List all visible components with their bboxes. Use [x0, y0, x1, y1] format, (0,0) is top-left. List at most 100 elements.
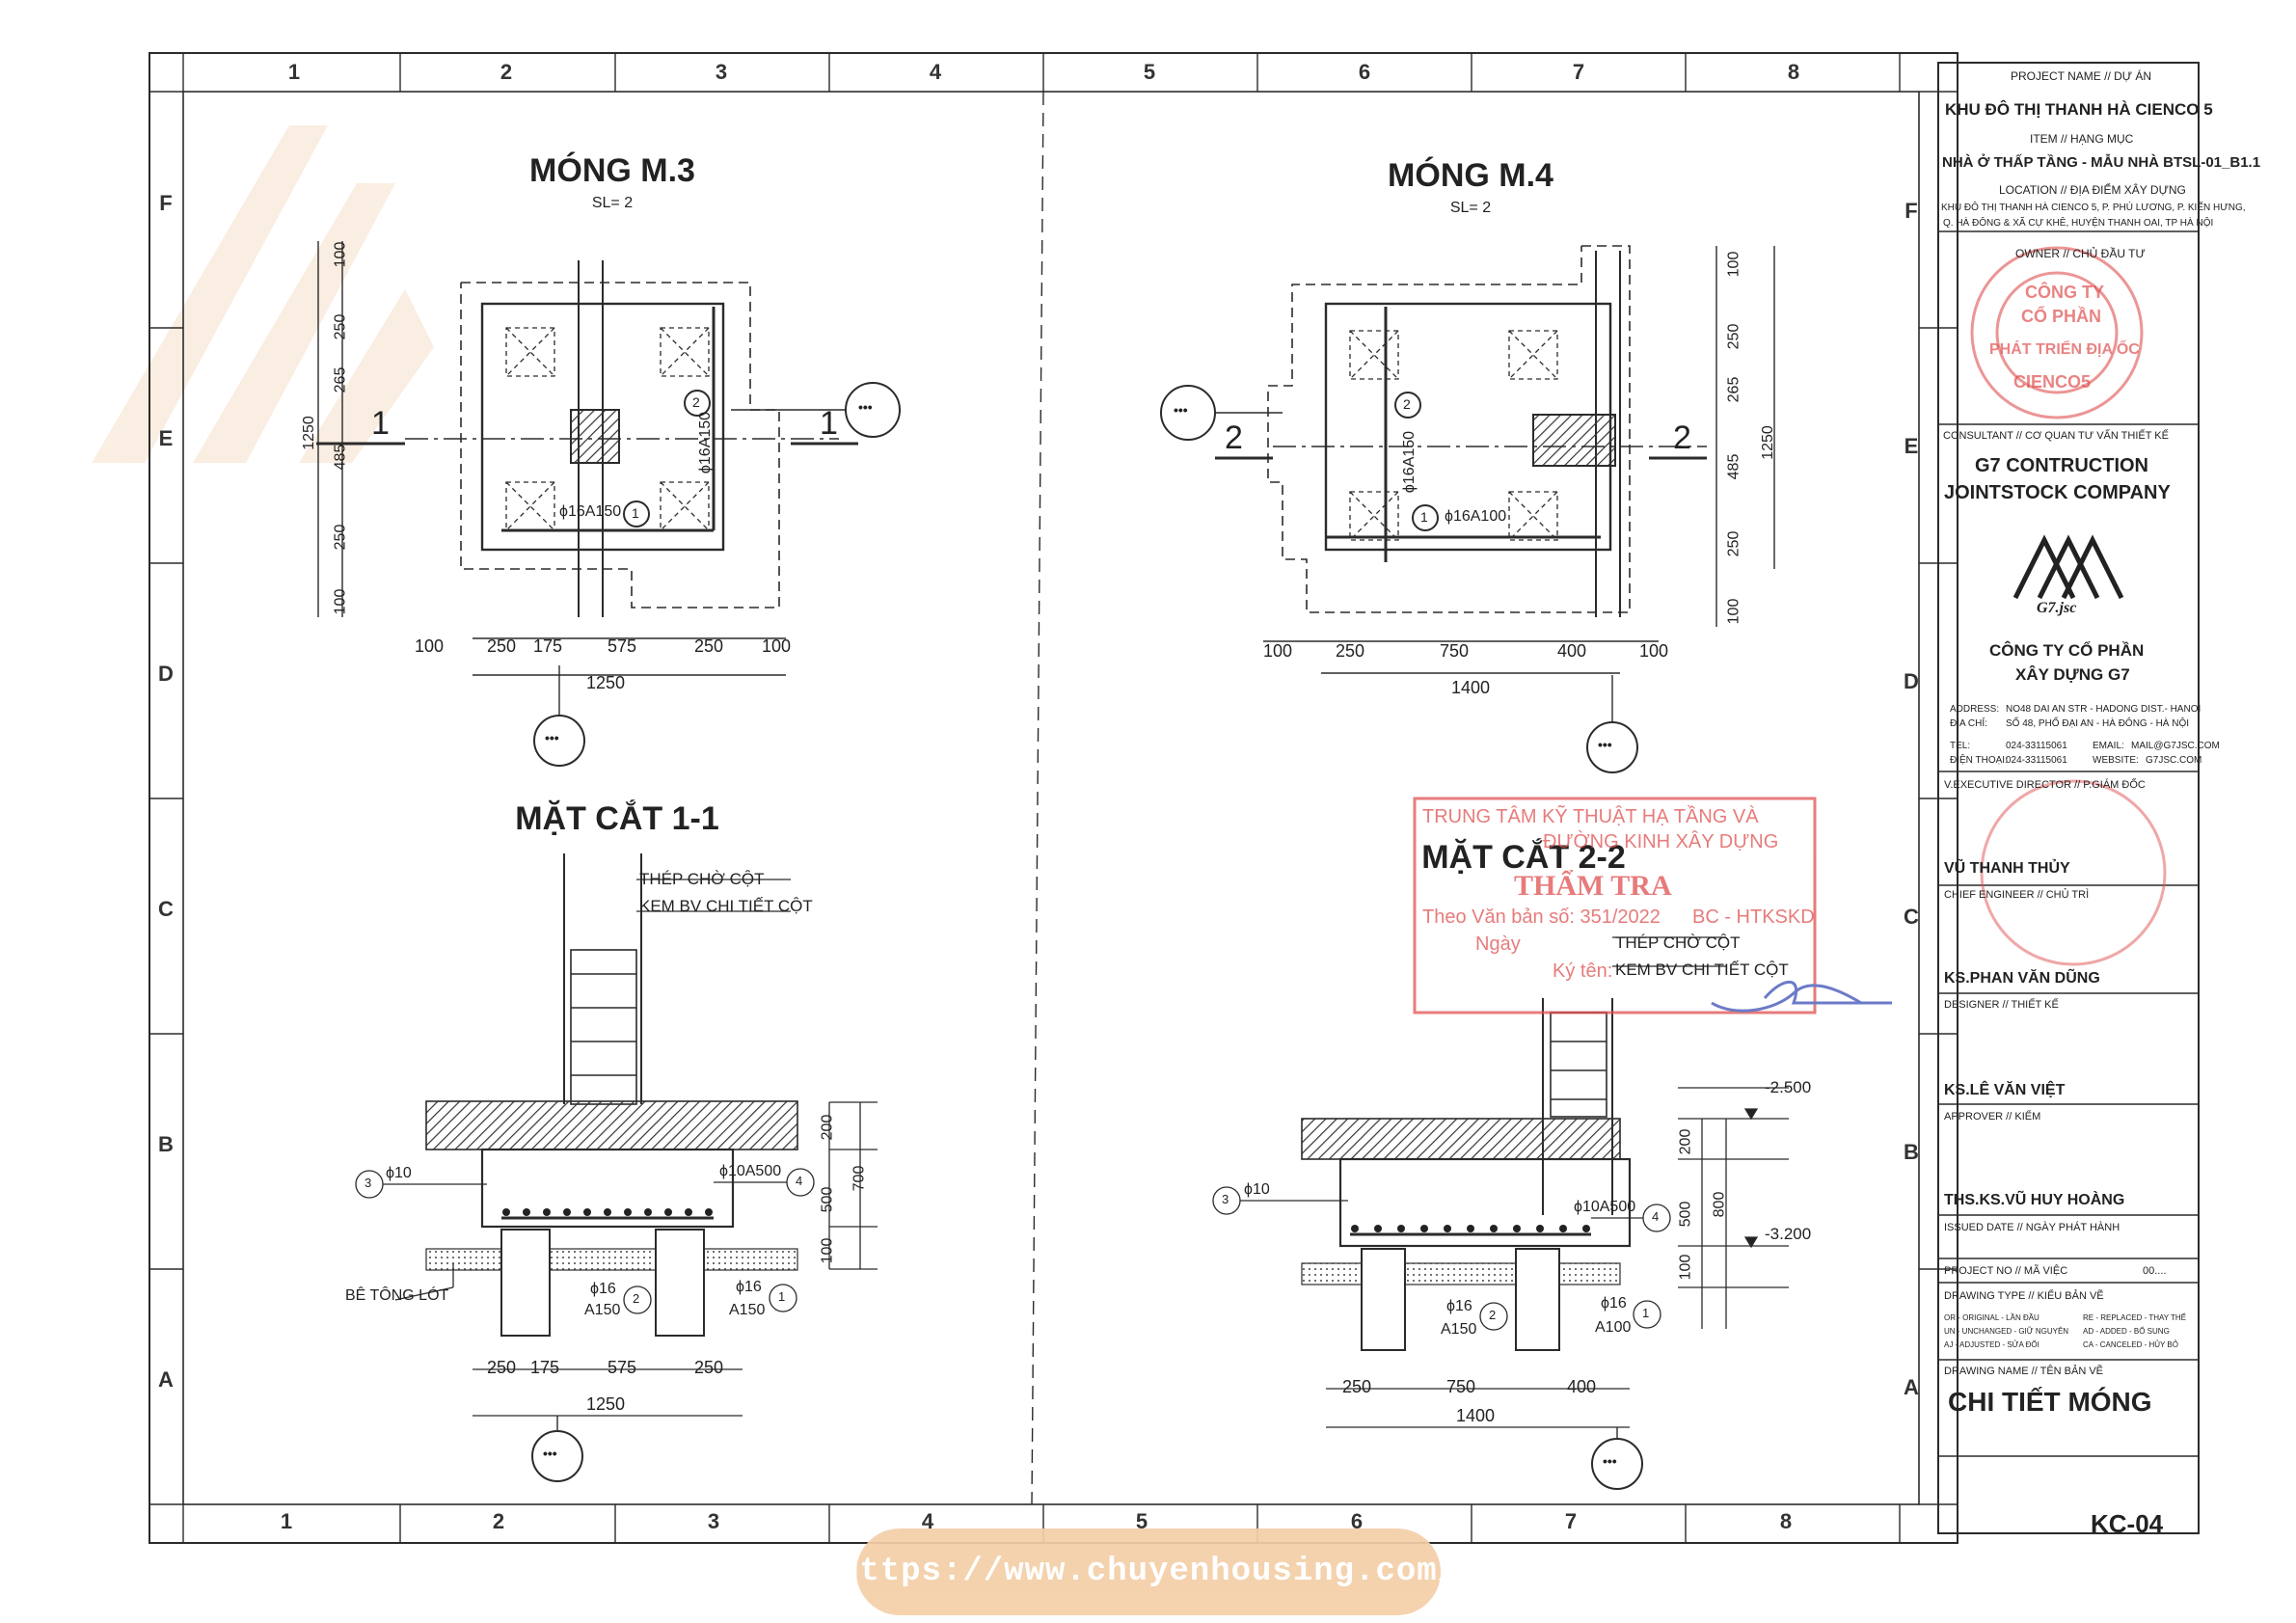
m3-dim-b0: 100 — [415, 636, 445, 656]
rebar-dot — [1374, 1225, 1382, 1232]
m4-dim-rtotal: 1250 — [1759, 425, 1776, 460]
m3-rebar-2: ϕ16A150 — [697, 411, 715, 474]
tb-approver-label: APPROVER // KIỂM — [1944, 1111, 2041, 1123]
s11-dim-r1: 500 — [819, 1186, 836, 1213]
m4-mark-2: 2 — [1403, 396, 1411, 412]
grid-col-label-5-bottom: 5 — [1136, 1509, 1148, 1533]
m3-callout: ••• — [858, 399, 873, 415]
rebar-dot — [1444, 1225, 1451, 1232]
s22-dim-r1: 500 — [1677, 1201, 1694, 1228]
tb-chief-label: CHIEF ENGINEER // CHỦ TRÌ — [1944, 889, 2090, 901]
tb-web: G7JSC.COM — [2146, 755, 2202, 766]
m3-dim-b3: 575 — [608, 636, 637, 656]
m4-dim-b3: 400 — [1557, 641, 1587, 661]
s22-dim-b2: 400 — [1567, 1377, 1597, 1396]
s22-dim-total: 1400 — [1456, 1406, 1496, 1425]
s11-dim-rtotal: 700 — [851, 1165, 868, 1192]
tb-location-2: Q. HÀ ĐÔNG & XÃ CỰ KHÊ, HUYỆN THANH OAI,… — [1943, 218, 2214, 229]
grid-col-label-2-top: 2 — [500, 60, 512, 84]
tb-drawing-name-label: DRAWING NAME // TÊN BẢN VẼ — [1944, 1366, 2104, 1377]
s22-dim-r0: 200 — [1677, 1128, 1694, 1155]
m3-dim-b1: 250 — [487, 636, 517, 656]
rebar-dot — [1420, 1225, 1428, 1232]
rebar-dot — [1582, 1225, 1590, 1232]
url-watermark-pill[interactable]: https://www.chuyenhousing.com/ — [839, 1528, 1457, 1615]
tb-owner-stamp-4: CIENCO5 — [2013, 372, 2092, 392]
m3-dim-b4: 250 — [694, 636, 724, 656]
m3-dim-l3: 485 — [332, 444, 349, 471]
s11-note-2: KEM BV CHI TIẾT CỘT — [639, 897, 813, 915]
tb-email-label: EMAIL: — [2093, 741, 2124, 751]
grid-row-label-A-right: A — [1904, 1375, 1919, 1399]
tb-location-label: LOCATION // ĐỊA ĐIỂM XÂY DỰNG — [1999, 183, 2186, 197]
tb-project: KHU ĐÔ THỊ THANH HÀ CIENCO 5 — [1945, 100, 2213, 119]
rebar-dot — [1559, 1225, 1567, 1232]
m4-dim-r2: 265 — [1725, 376, 1742, 403]
s22-title: MẶT CẮT 2-2 — [1421, 839, 1626, 876]
tb-approver: THS.KS.VŨ HUY HOÀNG — [1944, 1192, 2125, 1208]
owner-stamp-ring — [1970, 246, 2144, 419]
m3-callout-bottom: ••• — [545, 730, 559, 745]
s11-dim-b3: 250 — [694, 1358, 724, 1377]
m3-cut-left: 1 — [371, 405, 390, 442]
tb-address-label: ADDRESS: — [1950, 704, 2000, 715]
tb-address-vn-label: ĐỊA CHỈ: — [1950, 718, 1987, 729]
grid-row-label-C-right: C — [1904, 905, 1919, 929]
s22-rebar-3: ϕ10 — [1244, 1181, 1270, 1198]
rebar-dot — [1397, 1225, 1405, 1232]
m4-rebar-2: ϕ16A150 — [1401, 430, 1418, 494]
url-text: https://www.chuyenhousing.com/ — [838, 1554, 1459, 1590]
s22-note-1: THÉP CHỜ CỘT — [1615, 933, 1741, 952]
s22-rebar-4: ϕ10A500 — [1574, 1199, 1636, 1215]
tb-web-label: WEBSITE: — [2093, 755, 2139, 766]
s11-title: MẶT CẮT 1-1 — [515, 800, 719, 837]
tb-owner-stamp-1: CÔNG TY — [2025, 283, 2105, 302]
review-stamp-line6: Ngày — [1475, 933, 1521, 955]
s22-dim-b1: 750 — [1446, 1377, 1476, 1396]
rebar-dot — [1467, 1225, 1474, 1232]
s22-note-2: KEM BV CHI TIẾT CỘT — [1615, 960, 1789, 979]
s11-dim-r2: 100 — [819, 1237, 836, 1264]
tb-owner-label: OWNER // CHỦ ĐẦU TƯ — [2015, 247, 2146, 260]
tb-owner-stamp-3: PHÁT TRIỂN ĐỊA ỐC — [1989, 341, 2140, 358]
s22-dim-b0: 250 — [1342, 1377, 1372, 1396]
s11-rebar-1b: A150 — [729, 1302, 766, 1318]
review-stamp — [1413, 797, 1892, 1014]
tb-item-label: ITEM // HẠNG MỤC — [2030, 132, 2134, 146]
m4-cut-right: 2 — [1673, 419, 1691, 456]
s11-dim-b0: 250 — [487, 1358, 517, 1377]
m3-dim-total: 1250 — [586, 673, 626, 692]
tb-drawing-name: CHI TIẾT MÓNG — [1948, 1387, 2152, 1417]
grid-col-label-1-bottom: 1 — [281, 1509, 292, 1533]
tb-phone-label: ĐIỆN THOẠI: — [1950, 755, 2008, 766]
rebar-dot — [624, 1208, 632, 1216]
rebar-dot — [604, 1208, 611, 1216]
rebar-dot — [705, 1208, 713, 1216]
s22-level-2: -3.200 — [1765, 1225, 1812, 1243]
grid-col-label-1-top: 1 — [288, 60, 300, 84]
consultant-stamp-ring — [1980, 779, 2167, 966]
s11-note-1: THÉP CHỜ CỘT — [639, 870, 765, 888]
m4-dim-r4: 250 — [1725, 530, 1742, 557]
m4-dim-r1: 250 — [1725, 323, 1742, 350]
review-stamp-line1: TRUNG TÂM KỸ THUẬT HẠ TẦNG VÀ — [1422, 806, 1759, 827]
tb-legend-2b: CA - CANCELED - HỦY BỎ — [2083, 1340, 2178, 1349]
m4-dim-b2: 750 — [1440, 641, 1470, 661]
rebar-dot — [523, 1208, 530, 1216]
view-mong-m4: MÓNG M.4 SL= 2 — [1160, 157, 1775, 773]
m3-dim-l2: 265 — [332, 366, 349, 393]
s11-mark-1: 1 — [778, 1289, 786, 1304]
tb-designer-label: DESIGNER // THIẾT KẾ — [1944, 999, 2059, 1011]
tb-logo-text: G7.jsc — [2037, 600, 2077, 616]
grid-col-label-2-bottom: 2 — [493, 1509, 504, 1533]
m3-mark-2: 2 — [692, 394, 700, 410]
tb-drawing-type-label: DRAWING TYPE // KIỂU BẢN VẼ — [1944, 1290, 2104, 1302]
s22-dim-r2: 100 — [1677, 1254, 1694, 1281]
m3-dim-ltotal: 1250 — [300, 416, 317, 450]
tb-legend-0a: OR - ORIGINAL - LẦN ĐẦU — [1944, 1313, 2039, 1322]
s22-dim-rtotal: 800 — [1711, 1191, 1728, 1218]
review-stamp-line3: THẨM TRA — [1514, 870, 1672, 902]
grid-column-dividers — [149, 53, 1958, 1543]
tb-drawing-code: KC-04 — [2091, 1509, 2164, 1538]
